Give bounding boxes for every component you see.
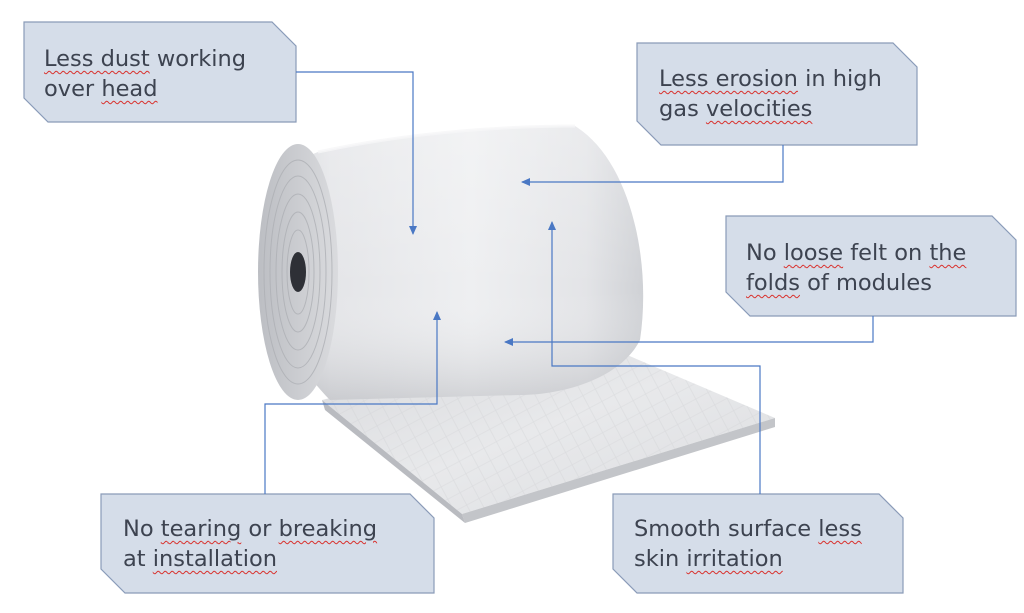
callout-less-dust: Less dust working over head xyxy=(44,44,246,104)
callout-box-smooth-surface xyxy=(612,493,904,594)
callout-no-tearing-line1: No tearing or breaking xyxy=(123,516,378,542)
callout-less-erosion-line1: Less erosion in high xyxy=(659,66,882,92)
callout-box-no-tearing xyxy=(100,493,435,594)
callout-smooth-surface-line2: skin irritation xyxy=(634,546,783,572)
callout-box-less-dust xyxy=(23,21,297,123)
connector-less-dust xyxy=(296,71,417,235)
callout-less-dust-line2: over head xyxy=(44,76,158,102)
callout-no-loose-felt-line2: folds of modules xyxy=(746,270,932,296)
callout-no-tearing-line2: at installation xyxy=(123,546,277,572)
connectors xyxy=(264,71,874,494)
callout-no-loose-felt: No loose felt on the folds of modules xyxy=(746,238,966,298)
callout-no-loose-felt-line1: No loose felt on the xyxy=(746,240,967,266)
callout-less-dust-line1: Less dust working xyxy=(44,46,247,72)
callout-boxes xyxy=(23,21,1017,594)
connector-no-loose-felt xyxy=(504,316,874,346)
sheet-edge xyxy=(462,418,775,523)
callout-less-erosion: Less erosion in high gas velocities xyxy=(659,64,882,124)
connector-no-tearing xyxy=(264,311,441,494)
callout-box-less-erosion xyxy=(636,42,918,146)
callout-less-erosion-line2: gas velocities xyxy=(659,96,813,122)
connector-less-erosion xyxy=(521,145,784,186)
roll-core-hole xyxy=(290,252,306,292)
callout-no-tearing: No tearing or breaking at installation xyxy=(123,514,377,574)
connector-smooth-surface xyxy=(548,221,761,494)
callout-smooth-surface: Smooth surface less skin irritation xyxy=(634,514,862,574)
blanket-roll-image xyxy=(258,124,775,523)
callout-box-no-loose-felt xyxy=(725,215,1017,317)
callout-smooth-surface-line1: Smooth surface less xyxy=(634,516,862,542)
